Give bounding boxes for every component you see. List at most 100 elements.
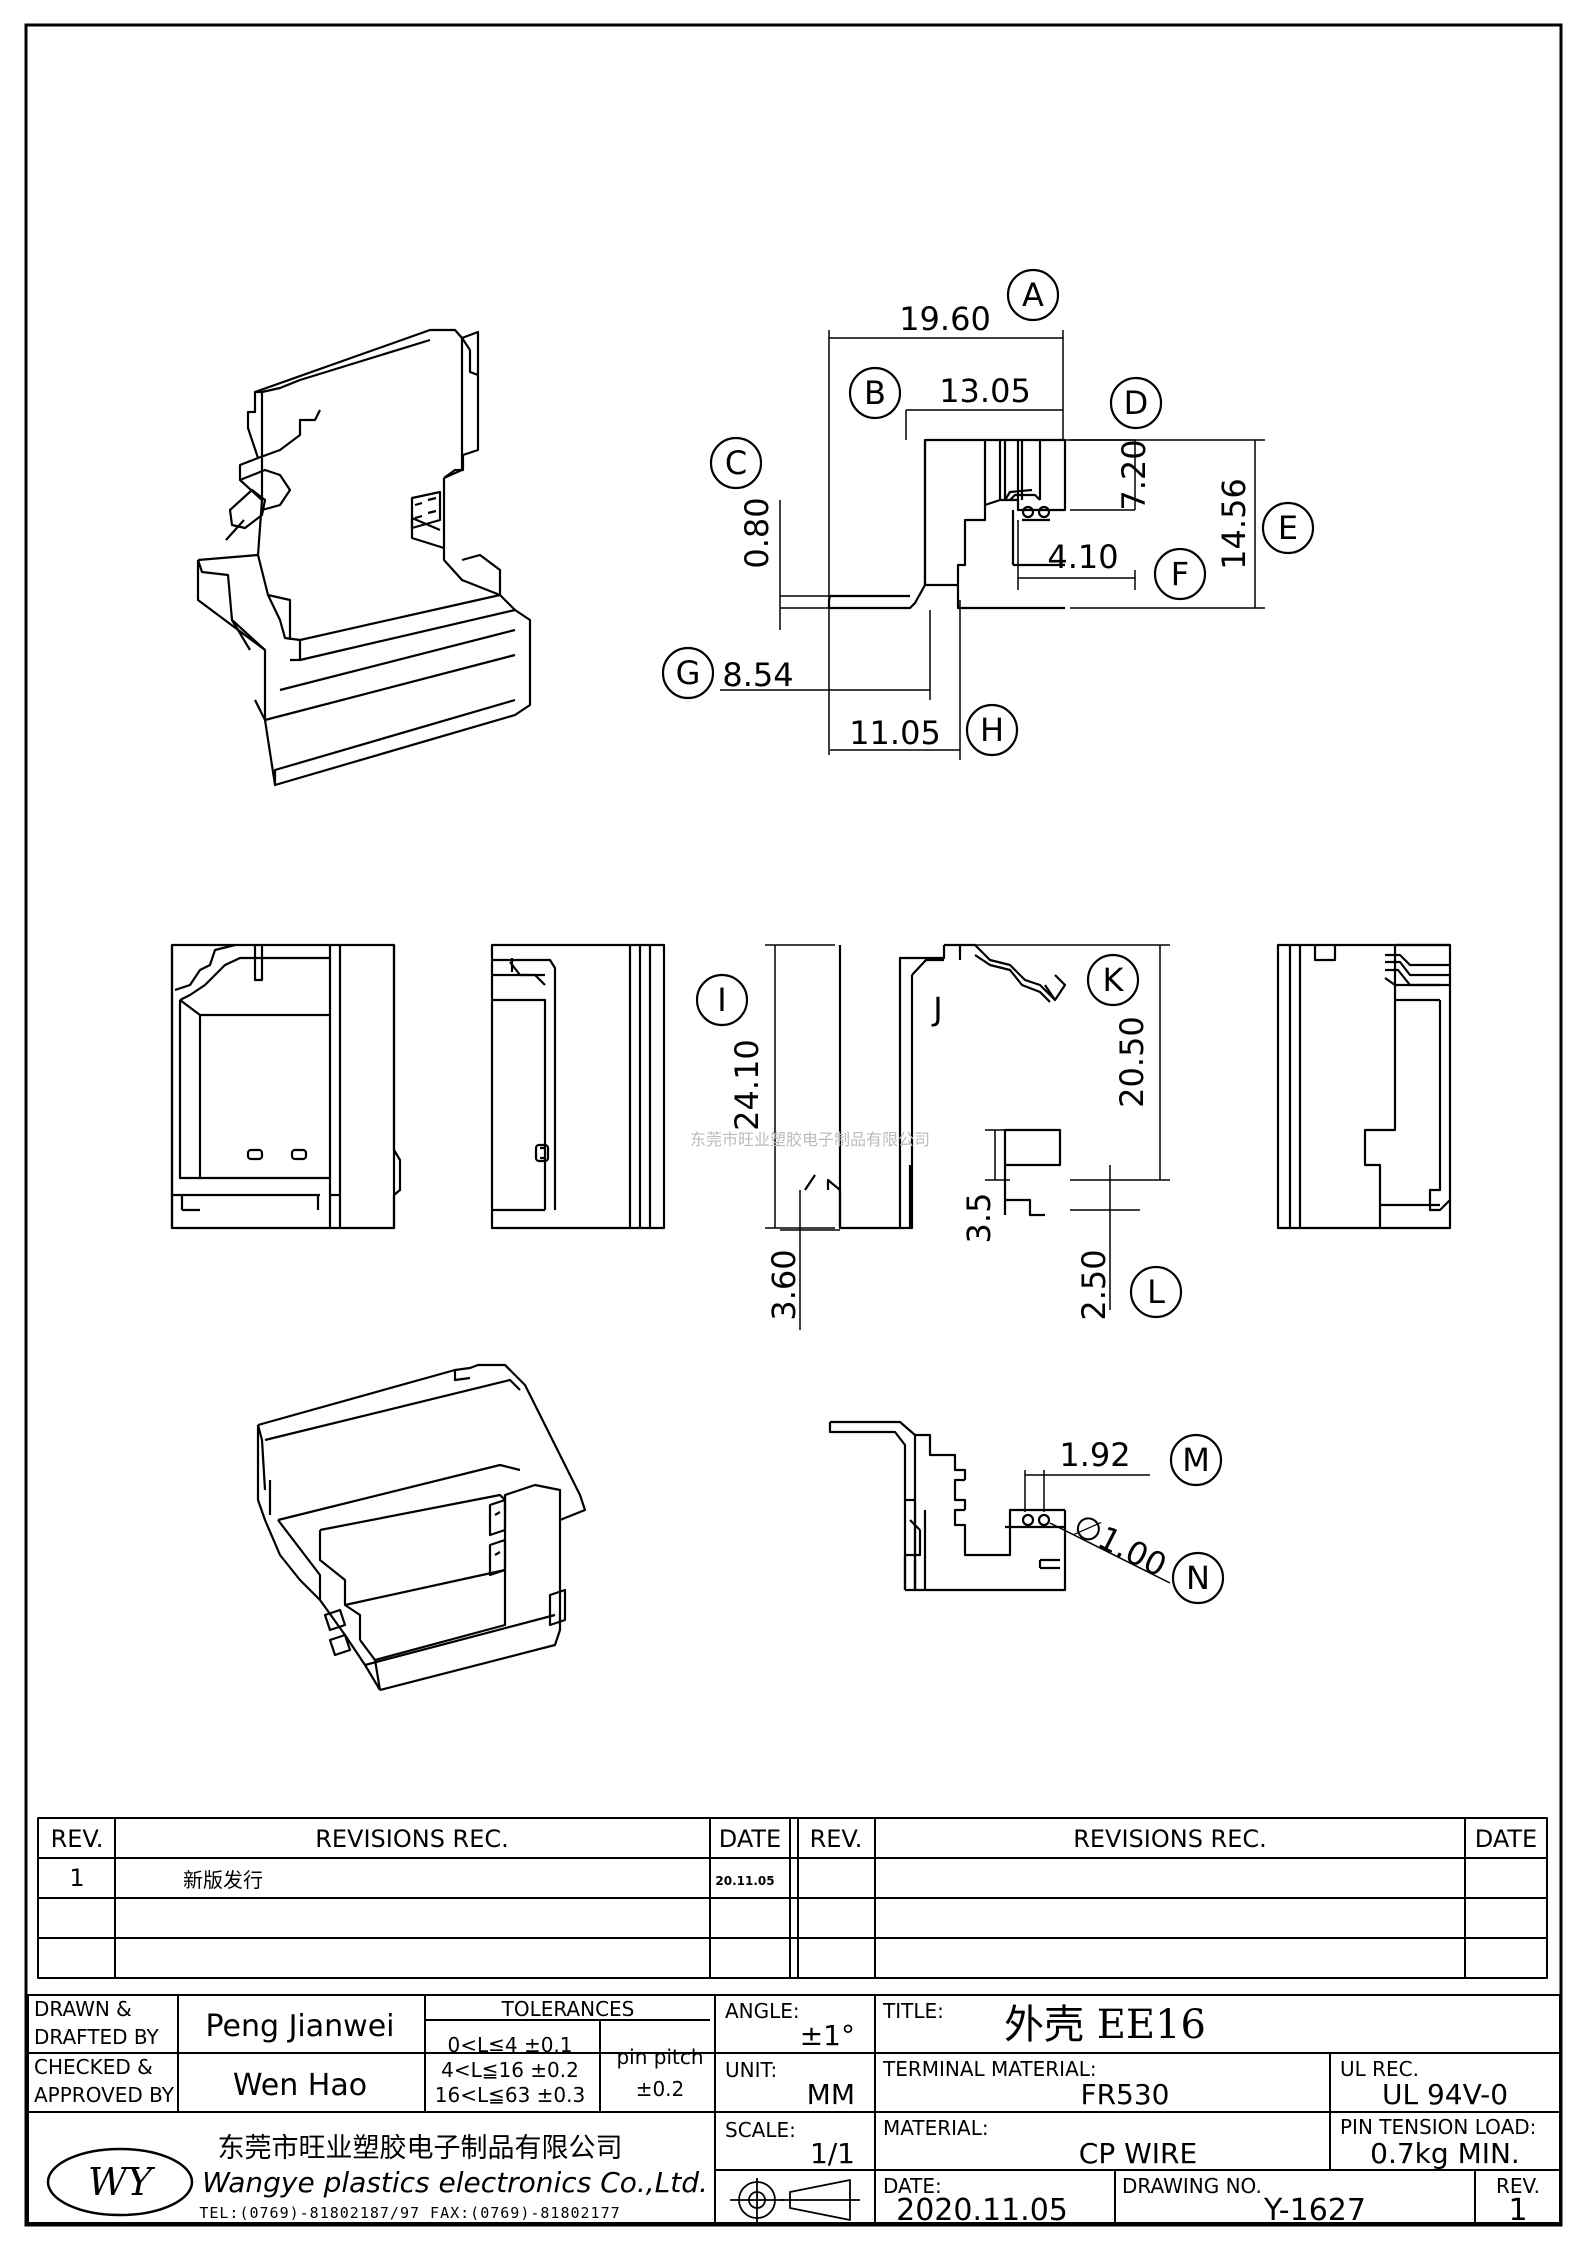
date-label: DATE:	[883, 2174, 942, 2198]
rec-header-left: REVISIONS REC.	[315, 1825, 509, 1853]
tolerances-label: TOLERANCES	[501, 1997, 635, 2021]
callout-j: J	[931, 990, 942, 1028]
dim-i: 24.10	[728, 1039, 766, 1131]
callout-f: F	[1171, 555, 1189, 593]
watermark: 东莞市旺业塑胶电子制品有限公司	[690, 1130, 930, 1149]
angle-label: ANGLE:	[725, 1999, 800, 2023]
callout-circle-i	[695, 973, 749, 1027]
drawn-label-1: DRAWN &	[34, 1997, 132, 2021]
callout-h: H	[980, 711, 1004, 749]
mid-view-2	[490, 943, 666, 1230]
side-view-bottom-right	[828, 1420, 1067, 1592]
rev-row-1-date: 20.11.05	[715, 1874, 774, 1888]
mid-view-3	[804, 943, 1067, 1230]
drawn-value: Peng Jianwei	[206, 2009, 395, 2044]
callout-n: N	[1186, 1559, 1210, 1597]
callout-k: K	[1103, 961, 1125, 999]
dim-h: 11.05	[849, 714, 941, 752]
callout-circle-f	[1153, 547, 1207, 601]
date-header-left: DATE	[719, 1825, 781, 1853]
title-value: 外壳 EE16	[1004, 2002, 1206, 2048]
terminal-value: FR530	[1080, 2078, 1169, 2111]
dim-3-5: 3.5	[960, 1193, 998, 1244]
dim-b: 13.05	[939, 372, 1031, 410]
date-value: 2020.11.05	[896, 2193, 1068, 2228]
dim-l: 2.50	[1075, 1249, 1113, 1320]
callout-c: C	[725, 444, 747, 482]
ul-label: UL REC.	[1340, 2057, 1419, 2081]
company-name-cn: 东莞市旺业塑胶电子制品有限公司	[218, 2133, 623, 2164]
checked-label-1: CHECKED &	[34, 2055, 153, 2079]
dim-d: 7.20	[1115, 439, 1153, 510]
rev-label: REV.	[1496, 2174, 1540, 2198]
tol-3: 16<L≦63 ±0.3	[435, 2083, 585, 2107]
callout-circle-e	[1261, 501, 1315, 555]
revision-table-lines	[37, 1817, 1548, 1979]
callout-circle-d	[1109, 376, 1163, 430]
unit-value: MM	[807, 2078, 855, 2111]
iso-view-top	[196, 328, 532, 787]
callout-i: I	[717, 981, 726, 1019]
tol-2: 4<L≦16 ±0.2	[441, 2058, 579, 2082]
callout-circle-c	[709, 436, 763, 490]
dim-lines-mid	[765, 944, 1170, 1330]
pin-tension-label: PIN TENSION LOAD:	[1340, 2115, 1536, 2139]
scale-value: 1/1	[810, 2137, 855, 2170]
dim-g: 8.54	[722, 656, 793, 694]
material-label: MATERIAL:	[883, 2116, 989, 2140]
rev-header-right: REV.	[810, 1825, 863, 1853]
tol-1: 0<L≦4 ±0.1	[447, 2033, 572, 2057]
callout-circle-h	[965, 703, 1019, 757]
dim-k: 20.50	[1113, 1016, 1151, 1108]
title-label: TITLE:	[882, 1999, 944, 2023]
unit-label: UNIT:	[725, 2058, 777, 2082]
pin-tension-value: 0.7kg MIN.	[1370, 2137, 1520, 2170]
callout-circle-b	[848, 366, 902, 420]
callout-circle-n	[1171, 1551, 1225, 1605]
dim-3-60: 3.60	[765, 1249, 803, 1320]
rev-header-left: REV.	[51, 1825, 104, 1853]
sheet-border	[24, 23, 1563, 2227]
callout-e: E	[1278, 509, 1298, 547]
material-value: CP WIRE	[1079, 2137, 1197, 2170]
ul-value: UL 94V-0	[1382, 2078, 1508, 2111]
callout-g: G	[676, 654, 701, 692]
callout-l: L	[1147, 1273, 1165, 1311]
rev-row-1-rec: 新版发行	[183, 1868, 263, 1892]
mid-view-4	[1276, 943, 1452, 1230]
iso-view-bottom	[256, 1363, 587, 1692]
dim-e: 14.56	[1215, 478, 1253, 570]
callout-circle-k	[1086, 953, 1140, 1007]
rev-row-1-rev: 1	[69, 1864, 84, 1892]
callout-a: A	[1022, 276, 1044, 314]
drawn-label-2: DRAFTED BY	[34, 2025, 160, 2049]
dim-a: 19.60	[899, 300, 991, 338]
drawing-no-value: Y-1627	[1263, 2193, 1366, 2228]
scale-label: SCALE:	[725, 2118, 796, 2142]
rev-value: 1	[1508, 2193, 1527, 2228]
company-name-en: Wangye plastics electronics Co.,Ltd.	[202, 2166, 708, 2199]
dim-lines-bottom	[1024, 1470, 1171, 1584]
company-contact: TEL:(0769)-81802187/97 FAX:(0769)-818021…	[199, 2204, 620, 2222]
callout-circle-g	[661, 646, 715, 700]
dim-m: 1.92	[1059, 1436, 1130, 1474]
callout-circles	[661, 268, 1315, 1605]
title-block-lines	[27, 1994, 1561, 2224]
date-header-right: DATE	[1475, 1825, 1537, 1853]
callout-m: M	[1182, 1441, 1210, 1479]
callout-circle-a	[1006, 268, 1060, 322]
angle-value: ±1°	[800, 2019, 855, 2052]
logo-oval	[46, 2147, 194, 2217]
dim-c: 0.80	[738, 497, 776, 568]
callout-circle-l	[1129, 1265, 1183, 1319]
callout-d: D	[1124, 384, 1149, 422]
dim-lines-top-right	[720, 330, 1265, 760]
pin-pitch-label: pin pitch	[616, 2045, 703, 2069]
company-logo: WY	[88, 2160, 156, 2204]
rec-header-right: REVISIONS REC.	[1073, 1825, 1267, 1853]
projection-symbol	[730, 2178, 860, 2222]
callout-b: B	[864, 374, 886, 412]
side-view-top-right	[827, 438, 1067, 610]
drawing-no-label: DRAWING NO.	[1122, 2174, 1262, 2198]
